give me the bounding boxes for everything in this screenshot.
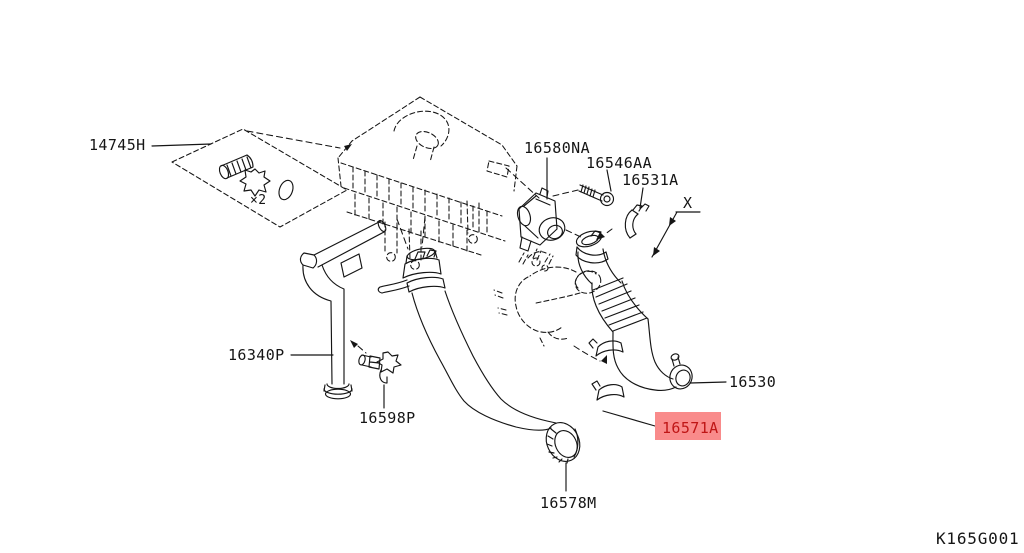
labels: 14745H 16580NA 16546AA 16531A X 16340P 1… [89, 136, 1019, 548]
clamp-position-x-mark: X [683, 194, 692, 212]
part-label-16340P[interactable]: 16340P [228, 346, 285, 364]
part-label-16531A[interactable]: 16531A [622, 171, 679, 189]
leader-lines [151, 143, 727, 492]
hose-clamp-16531A [624, 203, 650, 239]
clip-kit-plate-14745H [171, 128, 352, 228]
air-flow-meter-16580NA [516, 187, 584, 252]
air-cleaner-box [337, 96, 540, 270]
part-label-14745H[interactable]: 14745H [89, 136, 146, 154]
drawing-code: K165G001 [936, 529, 1019, 548]
part-label-16580NA[interactable]: 16580NA [524, 139, 590, 157]
clamp-position-dimension [651, 211, 701, 258]
resonator-tube-16340P [299, 219, 387, 400]
part-label-16530[interactable]: 16530 [729, 373, 776, 391]
air-inlet-hose-16530 [573, 230, 693, 401]
engine-reference [493, 228, 613, 347]
part-label-16571A[interactable]: 16571A [662, 419, 719, 437]
highlighted-part-label-16571A[interactable]: 16571A [655, 412, 721, 440]
mount-clip-16598P [350, 340, 402, 384]
highlight-box [655, 412, 721, 440]
part-label-16578M[interactable]: 16578M [540, 494, 597, 512]
air-duct-16578M [377, 247, 581, 464]
part-label-16598P[interactable]: 16598P [359, 409, 416, 427]
quantity-note: ×2 [250, 193, 266, 208]
bolt-16546AA [552, 184, 615, 207]
part-label-16546AA[interactable]: 16546AA [586, 154, 652, 172]
